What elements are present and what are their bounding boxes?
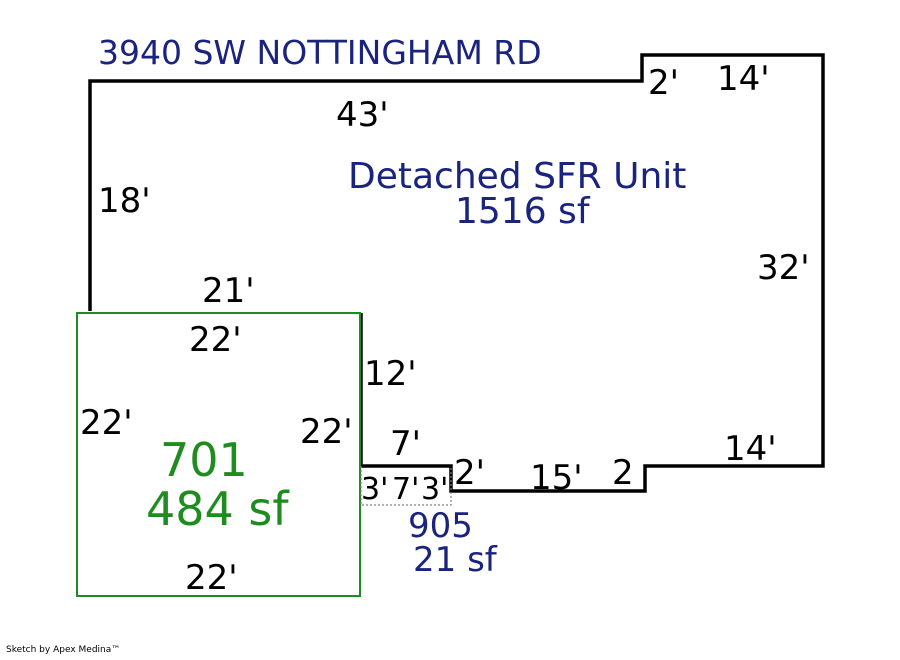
main-unit-area: 1516 sf [455,191,591,232]
dim-top-right: 14' [717,59,770,99]
dim-top-left: 43' [336,95,389,135]
garage-outline [76,312,361,597]
main-unit-name: Detached SFR Unit [348,156,686,197]
dim-right: 32' [757,248,810,288]
dim-garage-left: 22' [80,403,133,443]
dim-porch-left: 3' [361,472,388,507]
address-label: 3940 SW NOTTINGHAM RD [98,33,542,72]
dim-porch-mid: 7' [392,472,419,507]
porch-outline [360,466,452,506]
main-unit-outline [88,53,825,493]
dim-garage-bottom: 22' [185,558,238,598]
garage-area: 484 sf [146,482,290,536]
dim-garage-right: 22' [300,412,353,452]
dim-garage-side: 12' [364,354,417,394]
dim-bottom-right: 14' [724,429,777,469]
dim-notch-step: 2' [454,453,485,493]
dim-left: 18' [98,181,151,221]
dim-bottom-mid: 15' [530,458,583,498]
dim-lower-top: 21' [202,271,255,311]
porch-area: 21 sf [413,540,498,580]
sketch-credit: Sketch by Apex Medina™ [6,645,121,655]
porch-code: 905 [408,506,473,546]
dim-porch-right: 3' [421,472,448,507]
dim-notch-top: 7' [390,424,421,464]
dim-bottom-step: 2 [612,453,634,493]
garage-code: 701 [160,433,248,487]
dim-top-step: 2' [648,63,679,103]
dim-garage-top: 22' [189,320,242,360]
